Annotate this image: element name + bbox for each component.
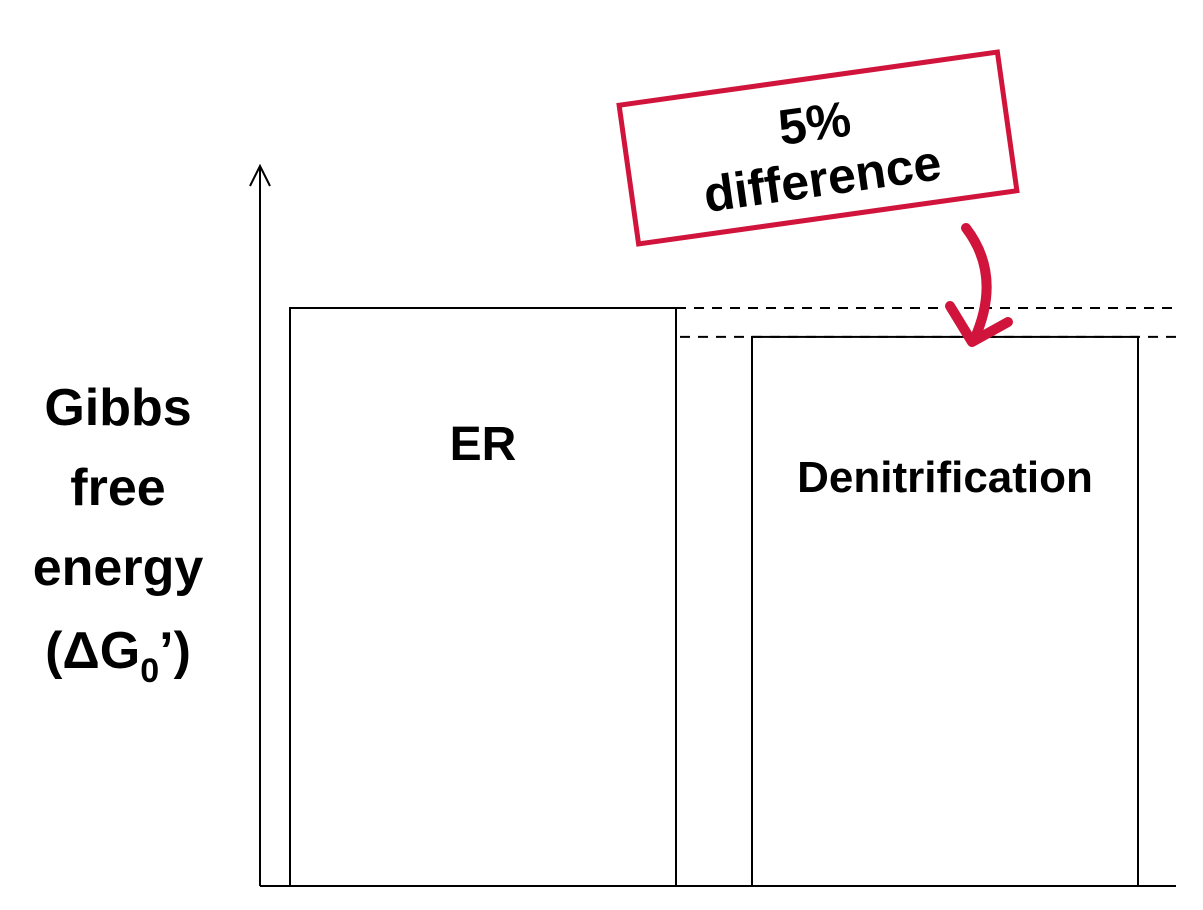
- y-axis-label-delta: Δ: [62, 622, 99, 680]
- y-axis-arrowhead: [249, 163, 271, 187]
- y-axis-label-symbol: (ΔG0’): [45, 622, 191, 690]
- y-axis-label-subscript: 0: [140, 652, 159, 690]
- y-axis-label-line-1: Gibbs: [44, 379, 191, 437]
- y-axis-label-open-paren: (: [45, 622, 63, 680]
- bar-er: [289, 307, 677, 887]
- y-axis-label-line-3: energy: [33, 539, 204, 597]
- y-axis-label: Gibbs free energy (ΔG0’): [33, 379, 204, 690]
- category-label-er: ER: [450, 418, 517, 471]
- annotation-line-1: 5%: [775, 90, 854, 156]
- annotation-arrow: [961, 223, 992, 345]
- y-axis-label-g: G: [100, 622, 140, 680]
- annotation-arrowhead: [945, 301, 1013, 347]
- category-label-denitrification: Denitrification: [797, 453, 1093, 502]
- difference-annotation: 5% difference: [616, 49, 1020, 347]
- annotation-box: [616, 49, 1020, 247]
- bar-denitrification: [751, 335, 1139, 887]
- y-axis-label-line-2: free: [70, 459, 165, 517]
- y-axis-label-prime: ’): [159, 622, 191, 680]
